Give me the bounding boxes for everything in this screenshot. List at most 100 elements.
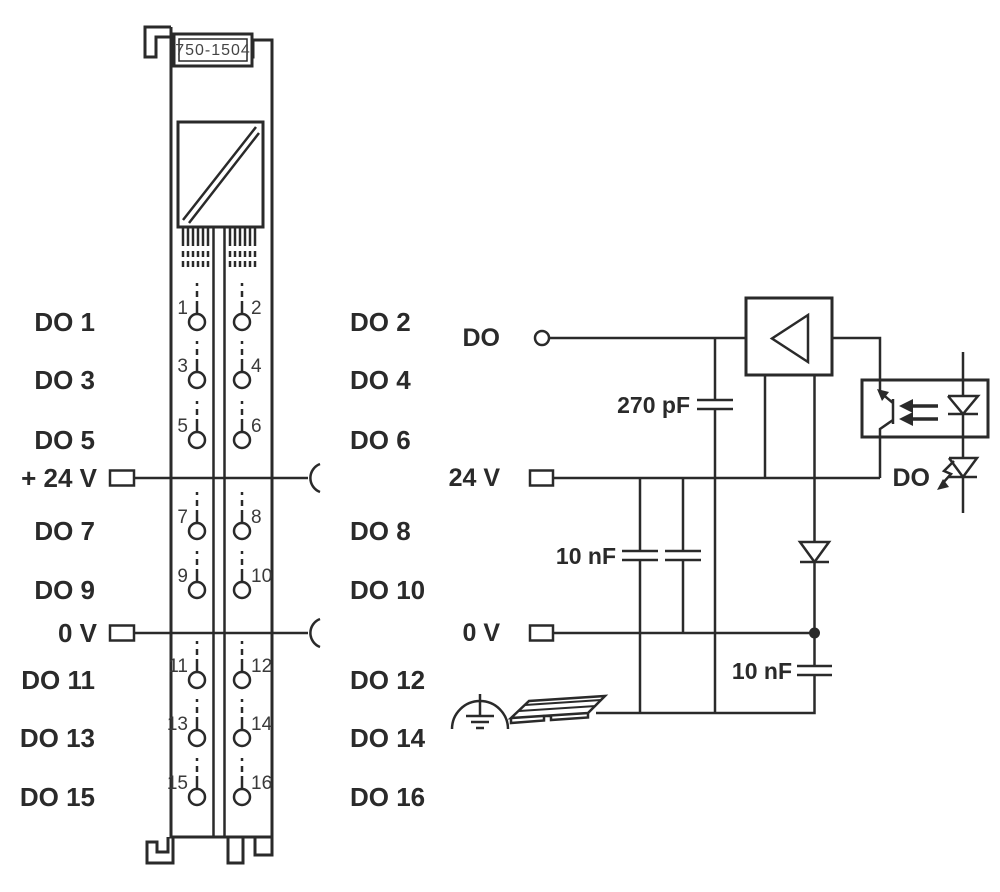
terminal-point-7 bbox=[187, 521, 207, 541]
status-led-lines bbox=[947, 456, 980, 513]
terminal-number-13: 13 bbox=[167, 714, 188, 735]
channel-label-do-2: DO 2 bbox=[350, 307, 411, 337]
terminal-number-10: 10 bbox=[251, 566, 272, 587]
channel-label-do-15: DO 15 bbox=[20, 782, 95, 812]
din-rail-front bbox=[509, 713, 590, 725]
do-input-terminal bbox=[533, 329, 551, 347]
led-flash-zigzag bbox=[941, 460, 955, 485]
module-spine bbox=[212, 227, 226, 837]
terminal-point-9 bbox=[187, 580, 207, 600]
terminal-number-15: 15 bbox=[167, 773, 188, 794]
channel-label-do-16: DO 16 bbox=[350, 782, 425, 812]
din-rail-icon bbox=[507, 694, 609, 725]
label-0v: 0 V bbox=[58, 618, 98, 648]
terminal-point-15 bbox=[187, 787, 207, 807]
terminal-point-3 bbox=[187, 370, 207, 390]
module-top-latch bbox=[143, 25, 173, 59]
label-do-input: DO bbox=[463, 324, 501, 352]
terminal-number-7: 7 bbox=[177, 507, 188, 528]
channel-schematic: DO 270 pF 24 V 10 nF 0 V 10 nF bbox=[449, 296, 990, 730]
channel-label-do-3: DO 3 bbox=[34, 365, 95, 395]
channel-label-do-4: DO 4 bbox=[350, 365, 411, 395]
terminal-square-0v-schematic bbox=[528, 624, 555, 642]
channel-label-do-10: DO 10 bbox=[350, 575, 425, 605]
terminal-point-8 bbox=[232, 521, 252, 541]
terminal-number-3: 3 bbox=[177, 356, 188, 377]
label-do-led: DO bbox=[893, 464, 931, 492]
terminal-number-4: 4 bbox=[251, 356, 262, 377]
terminal-point-14 bbox=[232, 728, 252, 748]
channel-label-do-8: DO 8 bbox=[350, 516, 411, 546]
opto-led-lines bbox=[947, 352, 981, 458]
terminal-point-16 bbox=[232, 787, 252, 807]
terminal-point-6 bbox=[232, 430, 252, 450]
jumper-contact-0v bbox=[309, 617, 321, 649]
channel-label-do-13: DO 13 bbox=[20, 723, 95, 753]
phototransistor bbox=[877, 380, 895, 437]
label-10nf-top: 10 nF bbox=[556, 543, 616, 569]
terminal-square-0v bbox=[108, 624, 136, 642]
electronics-symbol bbox=[176, 120, 265, 229]
electronics-diagonal bbox=[182, 126, 260, 224]
terminal-number-14: 14 bbox=[251, 714, 273, 735]
din-rail-grooves bbox=[518, 699, 602, 712]
channel-label-do-9: DO 9 bbox=[34, 575, 95, 605]
module-tab-middle bbox=[226, 837, 245, 865]
channel-label-do-6: DO 6 bbox=[350, 425, 411, 455]
label-24v: 24 V bbox=[449, 464, 501, 492]
power-row-0v: 0 V bbox=[58, 617, 321, 649]
label-0v-schematic: 0 V bbox=[462, 619, 500, 647]
cap-10nf-bottom bbox=[596, 638, 832, 715]
terminal-number-2: 2 bbox=[251, 298, 262, 319]
do-status-led: DO bbox=[893, 456, 980, 513]
terminal-number-8: 8 bbox=[251, 507, 262, 528]
terminal-number-5: 5 bbox=[177, 416, 188, 437]
light-arrows-icon bbox=[899, 399, 938, 426]
optocoupler bbox=[860, 352, 990, 458]
cap-270pf bbox=[697, 338, 733, 713]
light-arrow-head-2 bbox=[899, 412, 913, 426]
terminal-point-1 bbox=[187, 312, 207, 332]
power-row-24v: + 24 V bbox=[21, 462, 321, 494]
part-number: 750-1504 bbox=[175, 42, 251, 59]
label-plus-24v: + 24 V bbox=[21, 463, 98, 493]
terminal-number-6: 6 bbox=[251, 416, 262, 437]
amplifier-triangle bbox=[769, 312, 810, 365]
io-module: 750-1504 + 24 V 0 V bbox=[20, 25, 426, 865]
channel-label-do-1: DO 1 bbox=[34, 307, 95, 337]
terminal-number-11: 11 bbox=[168, 656, 188, 677]
channel-label-do-7: DO 7 bbox=[34, 516, 95, 546]
terminal-point-11 bbox=[187, 670, 207, 690]
amplifier-box bbox=[744, 296, 834, 377]
terminal-number-9: 9 bbox=[177, 566, 188, 587]
terminal-number-12: 12 bbox=[251, 656, 272, 677]
phototransistor-arrow bbox=[877, 389, 889, 401]
terminal-point-10 bbox=[232, 580, 252, 600]
light-arrow-head-1 bbox=[899, 399, 913, 413]
part-number-plate: 750-1504 bbox=[172, 32, 254, 68]
jumper-contact-24v bbox=[309, 462, 321, 494]
amp-output-wire bbox=[832, 336, 882, 380]
diode-triangle bbox=[797, 540, 832, 565]
earth-dome-arc bbox=[450, 699, 510, 730]
label-10nf-bottom: 10 nF bbox=[732, 658, 792, 684]
label-270pf: 270 pF bbox=[617, 392, 690, 418]
earth-ground-lines bbox=[466, 694, 494, 730]
channel-label-do-14: DO 14 bbox=[350, 723, 426, 753]
terminal-point-13 bbox=[187, 728, 207, 748]
led-flash-arrowhead bbox=[937, 479, 949, 490]
channel-label-do-12: DO 12 bbox=[350, 665, 425, 695]
part-plate-inner bbox=[178, 38, 248, 62]
terminal-number-16: 16 bbox=[251, 773, 272, 794]
terminal-point-12 bbox=[232, 670, 252, 690]
cap-10nf-left bbox=[622, 478, 658, 713]
freewheel-diode bbox=[797, 540, 832, 628]
terminal-square-24v-schematic bbox=[528, 469, 555, 487]
channel-label-do-11: DO 11 bbox=[21, 665, 95, 695]
junction-dot bbox=[809, 627, 820, 639]
module-tab-right bbox=[253, 837, 274, 857]
opto-led bbox=[947, 352, 981, 458]
